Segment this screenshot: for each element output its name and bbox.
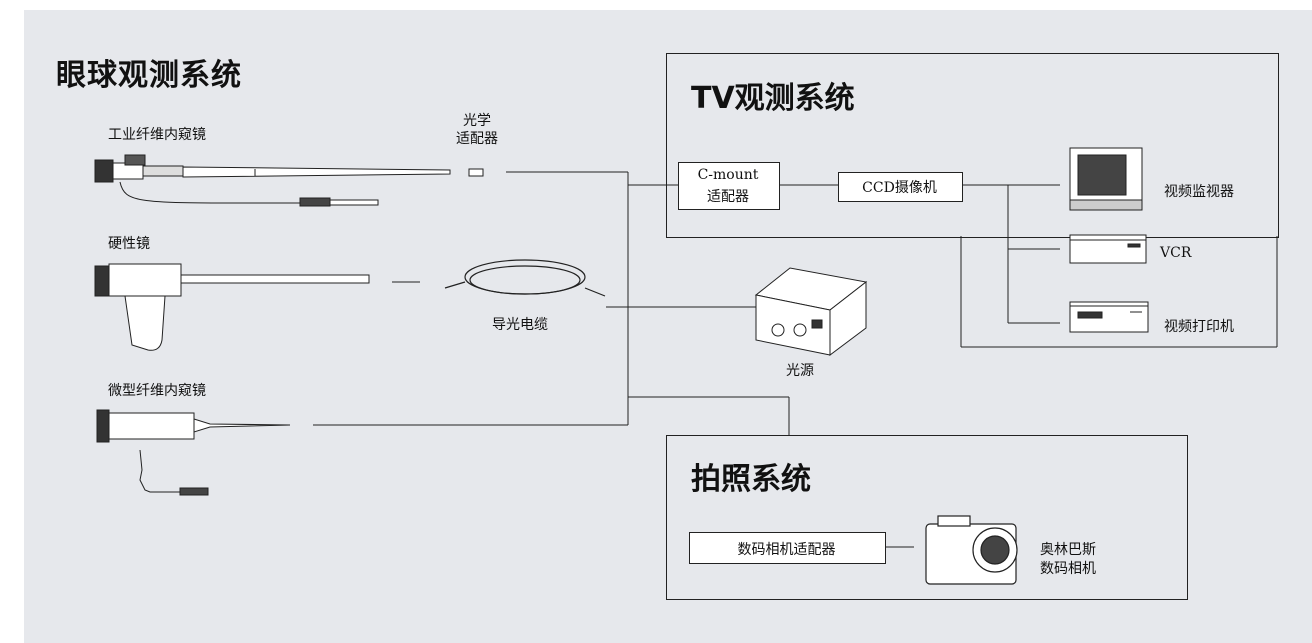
industrial-fiberscope-label: 工业纤维内窥镜 <box>108 127 206 143</box>
tv-system-box <box>666 53 1279 238</box>
rigid-scope-label: 硬性镜 <box>108 236 150 252</box>
photo-system-title: 拍照系统 <box>691 462 811 497</box>
olympus-camera-icon <box>925 515 1018 585</box>
micro-fiberscope-label: 微型纤维内窥镜 <box>108 383 206 399</box>
video-printer-icon <box>1069 301 1149 333</box>
camera-adapter-label: 数码相机适配器 <box>737 542 836 558</box>
light-source-icon <box>754 267 868 356</box>
light-source-label: 光源 <box>786 363 814 379</box>
ccd-camera-box <box>838 172 963 202</box>
photo-system-box <box>666 435 1188 600</box>
video-monitor-icon <box>1069 147 1143 211</box>
eye-observation-title: 眼球观测系统 <box>56 58 242 93</box>
video-printer-label: 视频打印机 <box>1164 319 1234 335</box>
cmount-label-line1: C-mount <box>697 167 759 183</box>
camera-adapter-box <box>689 532 886 564</box>
vcr-label: VCR <box>1160 245 1192 261</box>
optical-adapter-label-line2: 适配器 <box>456 131 498 147</box>
micro-fiberscope-icon <box>96 409 291 496</box>
vcr-icon <box>1069 234 1147 264</box>
industrial-fiberscope-icon <box>94 154 451 207</box>
ccd-camera-label: CCD摄像机 <box>862 180 937 196</box>
light-guide-cable-icon <box>444 259 606 297</box>
rigid-scope-icon <box>94 263 370 351</box>
olympus-camera-label-line2: 数码相机 <box>1040 561 1096 577</box>
olympus-camera-label-line1: 奥林巴斯 <box>1040 542 1096 558</box>
light-guide-label: 导光电缆 <box>492 317 548 333</box>
optical-adapter-label-line1: 光学 <box>463 113 491 129</box>
tv-system-title: TV观测系统 <box>691 81 855 116</box>
cmount-label-line2: 适配器 <box>707 189 749 205</box>
video-monitor-label: 视频监视器 <box>1164 184 1234 200</box>
cmount-adapter-box <box>678 162 780 210</box>
